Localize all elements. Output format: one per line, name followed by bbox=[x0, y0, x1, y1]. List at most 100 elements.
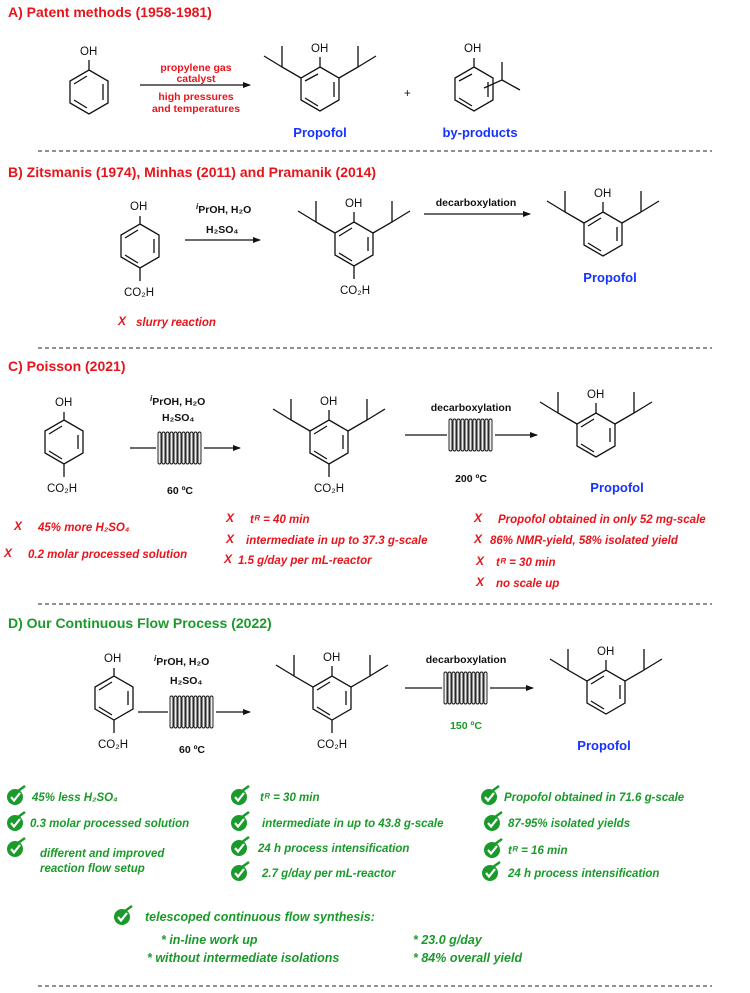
summary-text: * in-line work up bbox=[161, 933, 258, 947]
drawback-text: 1.5 g/day per mL-reactor bbox=[238, 555, 372, 567]
check-icon bbox=[5, 810, 27, 833]
propofol-label: Propofol bbox=[577, 738, 630, 753]
check-icon bbox=[480, 860, 502, 883]
check-icon bbox=[229, 810, 251, 833]
oh-label: OH bbox=[345, 198, 362, 210]
cross-icon: X bbox=[3, 546, 13, 560]
step-label: decarboxylation bbox=[426, 654, 507, 666]
flow-reactor-coil-icon bbox=[446, 416, 496, 454]
benefit-text: intermediate in up to 43.8 g-scale bbox=[262, 818, 444, 830]
drawback-text: no scale up bbox=[496, 578, 559, 590]
byproducts-label: by-products bbox=[442, 125, 517, 140]
section-d-title: D) Our Continuous Flow Process (2022) bbox=[8, 615, 272, 631]
section-b-title: B) Zitsmanis (1974), Minhas (2011) and P… bbox=[8, 164, 376, 180]
cross-icon: X bbox=[223, 552, 233, 566]
temperature-label: 150 ºC bbox=[450, 720, 482, 732]
reagent-text: PrOH, H₂O bbox=[156, 656, 209, 668]
plus-sign: + bbox=[404, 88, 411, 100]
summary-text: * without intermediate isolations bbox=[147, 951, 339, 965]
temperature-label: 200 ºC bbox=[455, 473, 487, 485]
check-icon bbox=[5, 784, 27, 807]
intermediate-structure: OH CO₂H bbox=[297, 198, 411, 297]
co2h-label: CO₂H bbox=[314, 483, 344, 495]
co2h-label: CO₂H bbox=[47, 483, 77, 495]
propofol-label: Propofol bbox=[590, 480, 643, 495]
oh-label: OH bbox=[311, 43, 328, 55]
condition-text: high pressures bbox=[158, 91, 233, 103]
intermediate-structure: OH CO₂H bbox=[272, 396, 386, 495]
reagent-prefix: i bbox=[154, 654, 157, 663]
condition-text: and temperatures bbox=[152, 103, 240, 115]
summary-text: * 23.0 g/day bbox=[413, 933, 483, 947]
benefit-text: tᴿ = 16 min bbox=[508, 845, 567, 857]
oh-label: OH bbox=[80, 46, 97, 58]
flow-reactor-coil-icon bbox=[441, 669, 491, 707]
condition-text: catalyst bbox=[176, 73, 216, 85]
benefit-text: 87-95% isolated yields bbox=[508, 818, 630, 830]
cross-icon: X bbox=[475, 575, 485, 589]
acid-label: H₂SO₄ bbox=[170, 675, 202, 687]
flow-reactor-coil-icon bbox=[155, 429, 205, 467]
co2h-label: CO₂H bbox=[317, 739, 347, 751]
propofol-structure: OH bbox=[549, 646, 663, 715]
drawback-text: slurry reaction bbox=[136, 317, 216, 329]
intermediate-structure: OH CO₂H bbox=[275, 652, 389, 751]
section-c-title: C) Poisson (2021) bbox=[8, 358, 125, 374]
co2h-label: CO₂H bbox=[124, 287, 154, 299]
benefit-text: 2.7 g/day per mL-reactor bbox=[261, 868, 396, 880]
check-icon bbox=[229, 784, 251, 807]
drawback-text: 86% NMR-yield, 58% isolated yield bbox=[490, 535, 679, 547]
benefit-text: reaction flow setup bbox=[40, 863, 145, 875]
oh-label: OH bbox=[597, 646, 614, 658]
drawback-text: tᴿ = 40 min bbox=[250, 514, 309, 526]
propofol-structure: OH bbox=[263, 43, 377, 112]
oh-label: OH bbox=[587, 389, 604, 401]
oh-label: OH bbox=[104, 653, 121, 665]
reagent-prefix: i bbox=[196, 202, 199, 211]
section-a-title: A) Patent methods (1958-1981) bbox=[8, 4, 212, 20]
benefit-text: 24 h process intensification bbox=[507, 868, 659, 880]
byproduct-structure: OH bbox=[454, 43, 521, 112]
drawback-text: intermediate in up to 37.3 g-scale bbox=[246, 535, 428, 547]
summary-title: telescoped continuous flow synthesis: bbox=[145, 910, 375, 924]
cross-icon: X bbox=[475, 554, 485, 568]
check-icon bbox=[112, 904, 134, 927]
oh-label: OH bbox=[594, 188, 611, 200]
oh-label: OH bbox=[320, 396, 337, 408]
propofol-label: Propofol bbox=[293, 125, 346, 140]
cross-icon: X bbox=[473, 511, 483, 525]
check-icon bbox=[482, 810, 504, 833]
cross-icon: X bbox=[117, 314, 127, 328]
hydroxybenzoic-acid-structure: OH CO₂H bbox=[94, 653, 134, 751]
benefit-text: different and improved bbox=[40, 848, 165, 860]
drawback-text: Propofol obtained in only 52 mg-scale bbox=[498, 514, 706, 526]
phenol-structure: OH bbox=[69, 46, 109, 115]
cross-icon: X bbox=[473, 532, 483, 546]
check-icon bbox=[229, 860, 251, 883]
temperature-label: 60 ºC bbox=[167, 485, 193, 497]
benefit-text: 0.3 molar processed solution bbox=[30, 818, 189, 830]
step-label: decarboxylation bbox=[436, 197, 517, 209]
check-icon bbox=[5, 836, 27, 859]
drawback-text: tᴿ = 30 min bbox=[496, 557, 555, 569]
svg-text:iPrOH, H₂O: iPrOH, H₂O bbox=[196, 202, 251, 216]
co2h-label: CO₂H bbox=[340, 285, 370, 297]
oh-label: OH bbox=[55, 397, 72, 409]
benefit-text: 24 h process intensification bbox=[257, 843, 409, 855]
hydroxybenzoic-acid-structure: OH CO₂H bbox=[120, 201, 160, 299]
condition-text: propylene gas bbox=[160, 62, 231, 74]
summary-text: * 84% overall yield bbox=[413, 951, 522, 965]
benefit-text: Propofol obtained in 71.6 g-scale bbox=[504, 792, 685, 804]
propofol-label: Propofol bbox=[583, 270, 636, 285]
hydroxybenzoic-acid-structure: OH CO₂H bbox=[44, 397, 84, 495]
propofol-structure: OH bbox=[546, 188, 660, 257]
reagent-prefix: i bbox=[150, 394, 153, 403]
cross-icon: X bbox=[225, 532, 235, 546]
co2h-label: CO₂H bbox=[98, 739, 128, 751]
propofol-structure: OH bbox=[539, 389, 653, 458]
flow-reactor-coil-icon bbox=[167, 693, 217, 731]
drawback-text: 45% more H₂SO₄ bbox=[37, 522, 130, 534]
step-label: decarboxylation bbox=[431, 402, 512, 414]
svg-text:iPrOH, H₂O: iPrOH, H₂O bbox=[154, 654, 209, 668]
